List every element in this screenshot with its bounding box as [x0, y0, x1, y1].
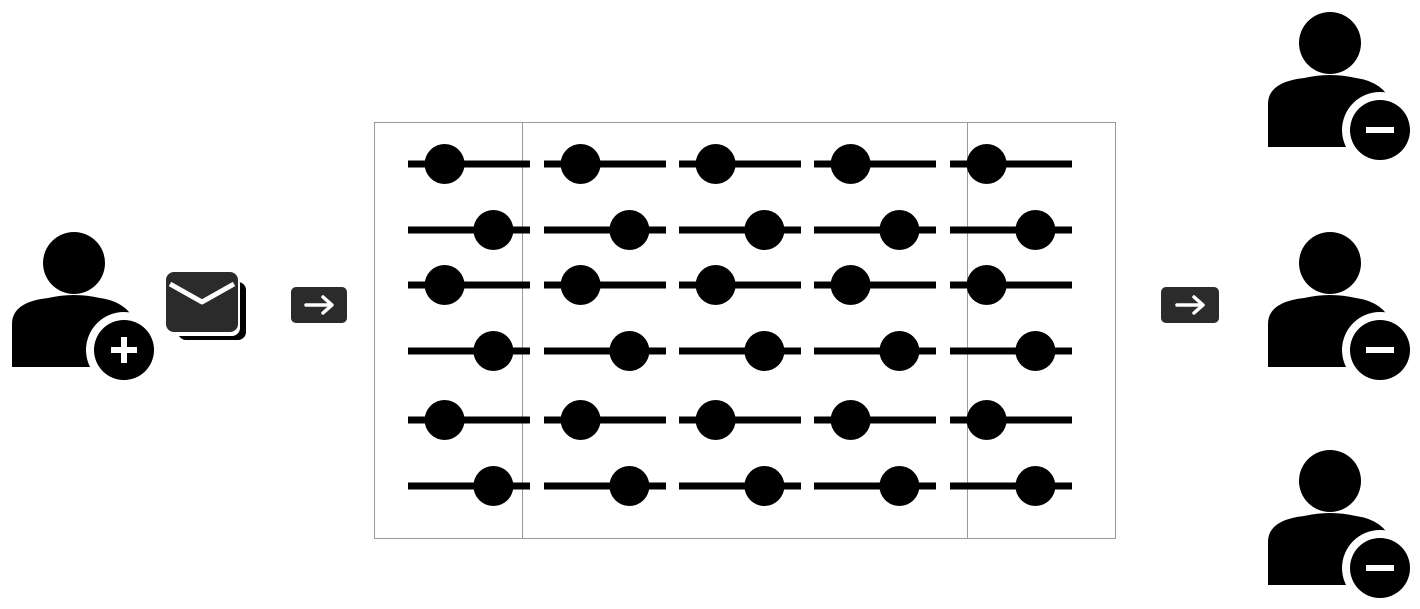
slider — [408, 400, 530, 440]
slider — [679, 144, 801, 184]
slider-knob — [879, 466, 920, 506]
slider — [544, 466, 666, 506]
slider-knob — [1015, 331, 1056, 371]
slider — [544, 265, 666, 305]
slider — [814, 400, 936, 440]
slider — [408, 144, 530, 184]
slider-panel — [374, 122, 1116, 539]
slider-knob — [424, 144, 465, 184]
slider-knob — [695, 400, 736, 440]
slider-knob — [1015, 210, 1056, 250]
arrow-right-icon — [1160, 286, 1220, 324]
slider-knob — [830, 400, 871, 440]
slider-knob — [609, 210, 650, 250]
slider — [814, 466, 936, 506]
slider-knob — [560, 144, 601, 184]
mail-stack-icon — [164, 270, 250, 344]
slider-knob — [609, 331, 650, 371]
user-remove-icon — [1264, 12, 1418, 168]
slider-knob — [473, 331, 514, 371]
user-remove-icon — [1264, 232, 1418, 388]
slider-knob — [966, 144, 1007, 184]
slider-knob — [473, 210, 514, 250]
slider — [814, 210, 936, 250]
slider-knob — [695, 265, 736, 305]
slider-knob — [879, 210, 920, 250]
slider — [814, 331, 936, 371]
slider — [814, 265, 936, 305]
slider — [679, 400, 801, 440]
slider — [408, 210, 530, 250]
user-remove-icon — [1264, 450, 1418, 606]
slider-knob — [424, 265, 465, 305]
slider-knob — [560, 265, 601, 305]
slider — [679, 265, 801, 305]
slider — [408, 466, 530, 506]
slider-knob — [609, 466, 650, 506]
slider-knob — [424, 400, 465, 440]
slider-knob — [966, 400, 1007, 440]
slider — [544, 210, 666, 250]
slider-knob — [744, 210, 785, 250]
slider — [950, 466, 1072, 506]
slider — [544, 400, 666, 440]
slider — [950, 331, 1072, 371]
slider-knob — [966, 265, 1007, 305]
user-add-icon — [10, 232, 162, 388]
slider-knob — [695, 144, 736, 184]
slider — [679, 466, 801, 506]
slider-knob — [830, 144, 871, 184]
slider — [814, 144, 936, 184]
arrow-right-icon — [290, 286, 348, 324]
slider — [544, 331, 666, 371]
slider — [950, 265, 1072, 305]
slider-knob — [879, 331, 920, 371]
slider-knob — [1015, 466, 1056, 506]
slider — [408, 265, 530, 305]
slider-knob — [560, 400, 601, 440]
slider — [950, 210, 1072, 250]
slider-knob — [473, 466, 514, 506]
slider-knob — [830, 265, 871, 305]
slider — [679, 331, 801, 371]
slider — [544, 144, 666, 184]
slider — [950, 144, 1072, 184]
slider-knob — [744, 331, 785, 371]
slider-knob — [744, 466, 785, 506]
slider — [950, 400, 1072, 440]
slider — [679, 210, 801, 250]
slider — [408, 331, 530, 371]
